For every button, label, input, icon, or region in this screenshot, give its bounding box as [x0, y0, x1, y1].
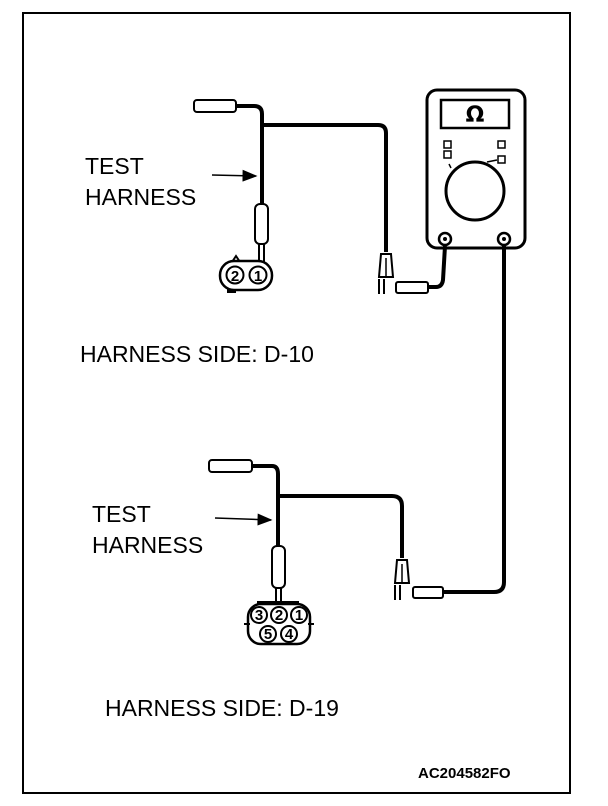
meter-indicator-icon	[443, 150, 452, 159]
callout-arrow-upper	[211, 169, 258, 182]
ohmmeter: Ω	[425, 88, 527, 250]
test-harness-label-upper-line1: TEST	[85, 153, 144, 179]
pin-d10-1: 1	[254, 268, 262, 285]
connector-d19: 3 2 1 5 4	[244, 601, 314, 646]
pin-d19-3: 3	[255, 607, 263, 624]
test-harness-label-lower-line1: TEST	[92, 501, 151, 527]
meter-indicator-icon	[443, 140, 452, 149]
harness-side-d19-label: HARNESS SIDE: D-19	[105, 695, 339, 721]
meter-indicator-icon	[497, 140, 506, 149]
harness-side-d10-label: HARNESS SIDE: D-10	[80, 341, 314, 367]
pin-d19-5: 5	[264, 626, 272, 643]
test-harness-lower	[208, 246, 506, 606]
ohm-symbol: Ω	[466, 103, 485, 128]
test-harness-label-upper-line2: HARNESS	[85, 184, 197, 210]
meter-indicator-icon	[497, 155, 506, 164]
figure-frame	[22, 12, 571, 794]
pin-d10-2: 2	[231, 268, 239, 285]
pin-d19-1: 1	[295, 607, 303, 624]
meter-dial	[444, 160, 506, 222]
connector-d10: 2 1	[218, 254, 274, 293]
test-harness-label-lower-line2: HARNESS	[92, 532, 204, 558]
callout-arrow-lower	[214, 513, 273, 526]
test-harness-upper	[193, 99, 447, 294]
figure-code: AC204582FO	[418, 765, 511, 782]
pin-d19-4: 4	[285, 626, 294, 643]
meter-display	[439, 98, 511, 130]
pin-d19-2: 2	[275, 607, 283, 624]
